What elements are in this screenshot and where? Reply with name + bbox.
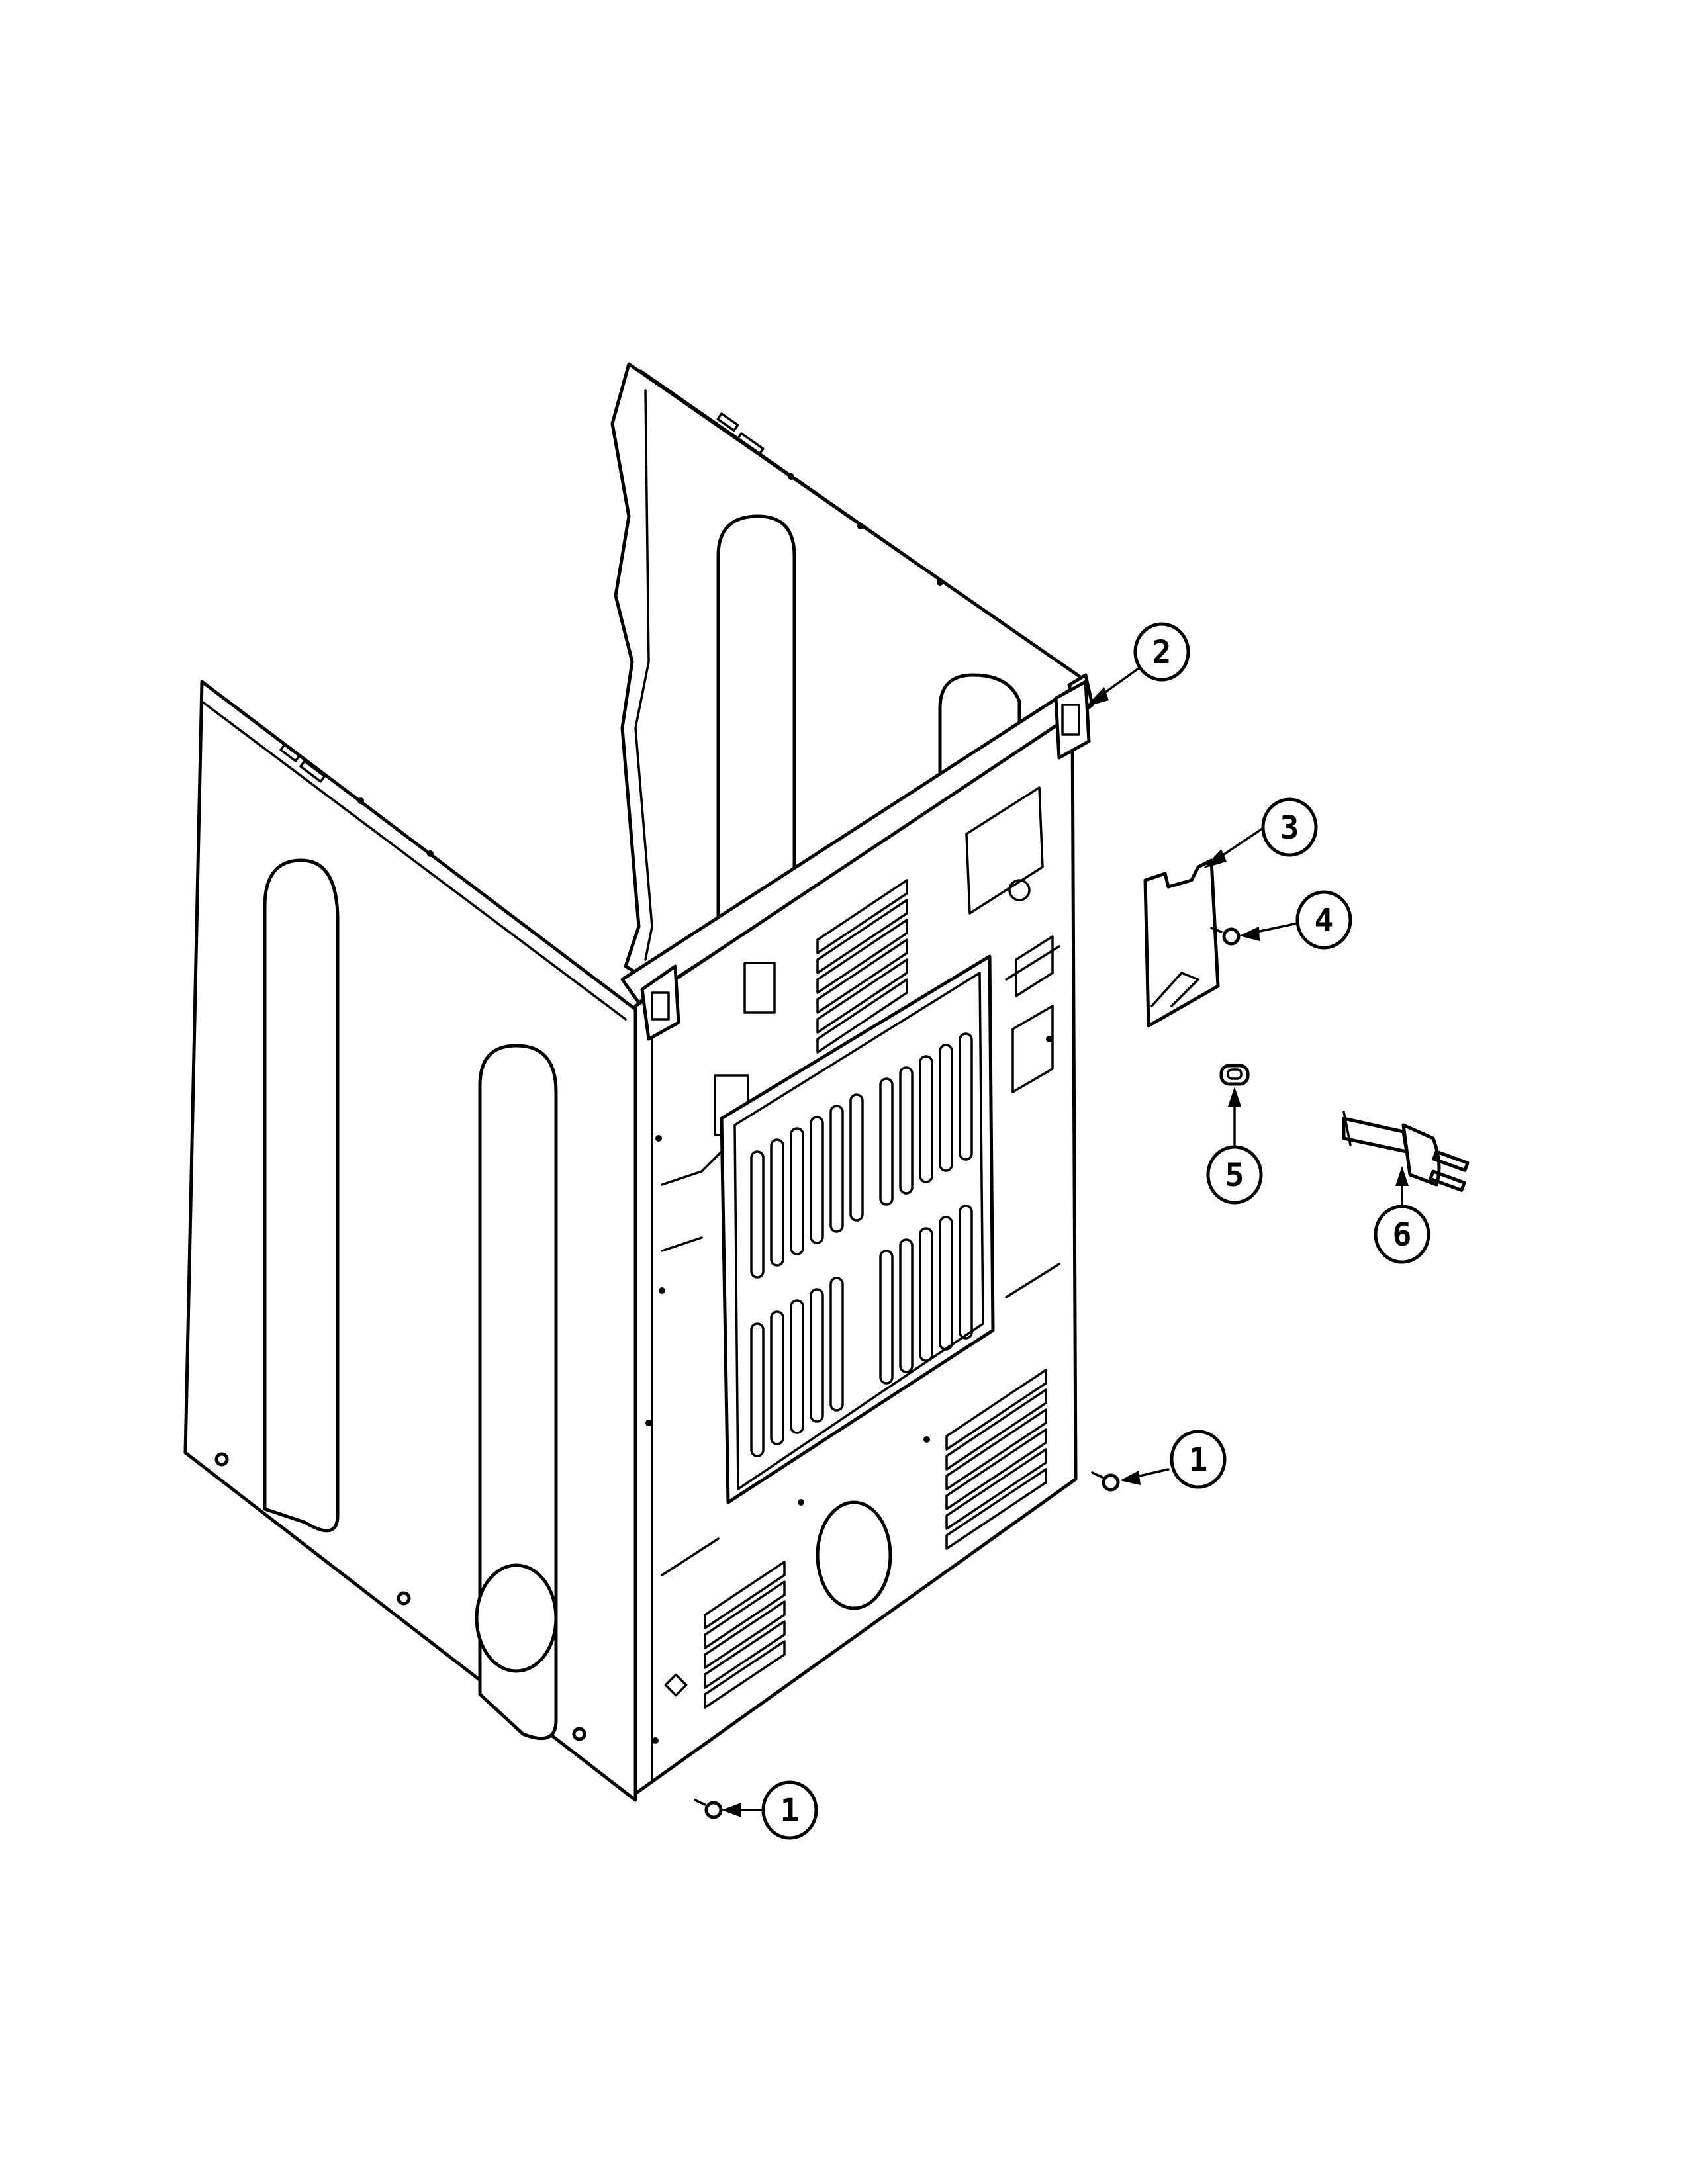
screw-part-1-right <box>1091 1471 1120 1492</box>
callout-6: 6 <box>1374 1205 1430 1264</box>
louver-group-upper-left <box>816 879 908 1054</box>
power-cord <box>1342 1111 1470 1192</box>
svg-text:1: 1 <box>1189 1441 1208 1479</box>
cabinet-rear-panel <box>633 713 1078 1796</box>
cabinet-left-side-panel <box>183 680 637 1802</box>
callout-4: 4 <box>1295 890 1352 950</box>
grommet <box>1219 1064 1250 1086</box>
svg-text:2: 2 <box>1152 634 1172 671</box>
louver-group-lower-right <box>945 1369 1047 1550</box>
screw-part-1-bottom <box>694 1799 723 1819</box>
callout-1-right: 1 <box>1170 1430 1227 1489</box>
callout-1-bottom: 1 <box>761 1780 818 1840</box>
louver-group-lower-left <box>704 1561 786 1709</box>
vent-panel-central <box>720 954 995 1504</box>
svg-text:1: 1 <box>780 1792 800 1829</box>
svg-text:4: 4 <box>1315 902 1334 939</box>
svg-text:3: 3 <box>1280 809 1299 846</box>
leader-arrows <box>722 667 1409 1817</box>
screw-part-4 <box>1210 927 1241 946</box>
svg-text:5: 5 <box>1225 1157 1244 1194</box>
terminal-block-cover <box>1143 858 1220 1028</box>
cabinet <box>183 362 1094 1802</box>
hinge-bracket-right <box>1054 680 1091 760</box>
callout-2: 2 <box>1133 622 1190 682</box>
svg-text:6: 6 <box>1393 1216 1412 1253</box>
hinge-bracket-left <box>640 964 680 1041</box>
callout-3: 3 <box>1261 797 1318 857</box>
callout-5: 5 <box>1206 1145 1263 1205</box>
